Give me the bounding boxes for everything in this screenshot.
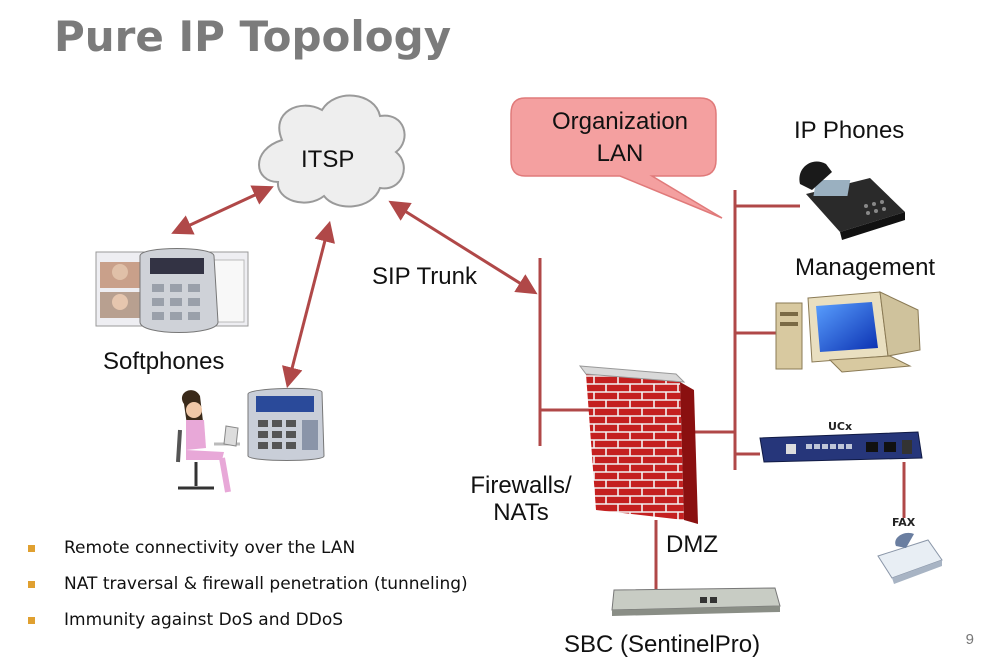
itsp-softphones-link bbox=[171, 185, 274, 235]
remote-user-icon bbox=[176, 390, 240, 493]
page-number: 9 bbox=[965, 631, 974, 648]
bullet-item: NAT traversal & firewall penetration (tu… bbox=[28, 574, 468, 610]
sip-trunk-label: SIP Trunk bbox=[372, 263, 477, 290]
management-computer-icon bbox=[775, 291, 921, 373]
ip-phone-icon bbox=[799, 161, 905, 240]
bullet-square-icon bbox=[28, 617, 35, 624]
remote-desk-phone-icon bbox=[247, 387, 325, 461]
firewalls-line2: NATs bbox=[493, 499, 549, 526]
fax-label: FAX bbox=[892, 516, 916, 529]
fax-icon bbox=[877, 532, 943, 584]
sbc-label: SBC (SentinelPro) bbox=[564, 631, 761, 658]
bullet-item: Remote connectivity over the LAN bbox=[28, 538, 468, 574]
management-label: Management bbox=[795, 254, 936, 281]
ucx-appliance-icon bbox=[759, 431, 923, 463]
organization-lan-line2: LAN bbox=[596, 140, 644, 167]
sip-trunk-link bbox=[388, 200, 538, 295]
itsp-remote-user-link bbox=[282, 220, 335, 389]
bullet-list: Remote connectivity over the LAN NAT tra… bbox=[28, 538, 468, 646]
ucx-label: UCx bbox=[828, 420, 853, 433]
bullet-item: Immunity against DoS and DDoS bbox=[28, 610, 468, 646]
organization-lan-label: Organization LAN bbox=[525, 106, 715, 170]
itsp-label: ITSP bbox=[301, 146, 355, 173]
bullet-square-icon bbox=[28, 545, 35, 552]
organization-lan-line1: Organization bbox=[551, 108, 689, 135]
page-title: Pure IP Topology bbox=[54, 12, 452, 61]
sbc-device-icon bbox=[611, 587, 781, 616]
firewalls-line1: Firewalls/ bbox=[470, 472, 572, 499]
firewall-icon bbox=[578, 365, 698, 524]
dmz-label: DMZ bbox=[666, 531, 718, 558]
bullet-square-icon bbox=[28, 581, 35, 588]
firewalls-label: Firewalls/ NATs bbox=[462, 472, 580, 526]
ip-phones-label: IP Phones bbox=[794, 117, 905, 144]
softphone-screen-icon bbox=[95, 248, 249, 333]
network-lines bbox=[538, 190, 906, 590]
organization-lan-callout bbox=[510, 97, 723, 219]
itsp-cloud bbox=[258, 94, 406, 208]
softphones-label: Softphones bbox=[103, 348, 225, 375]
